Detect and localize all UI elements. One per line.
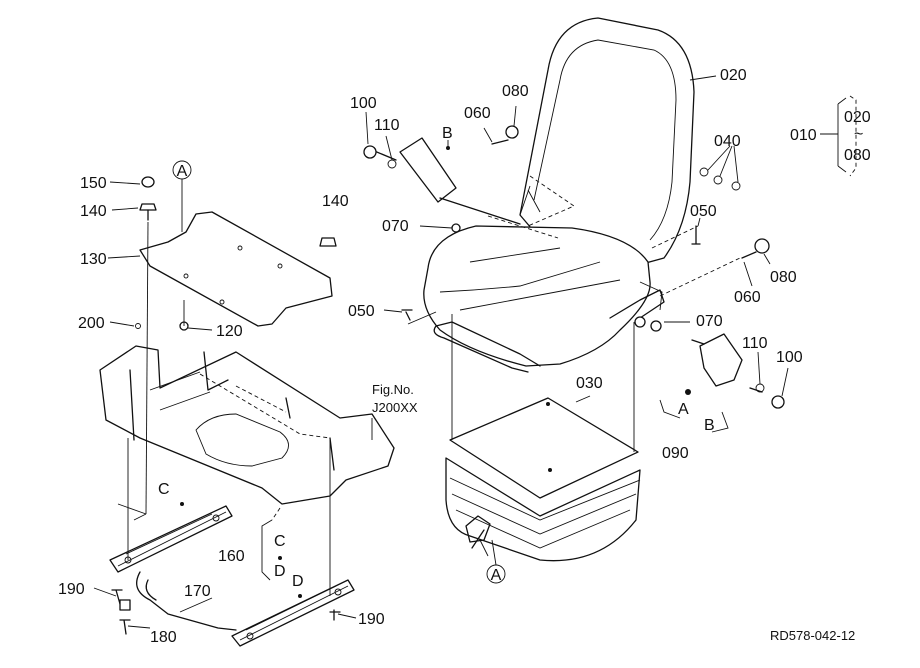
knob-150-140	[135, 176, 337, 331]
dashed-assembly-lines	[127, 95, 857, 596]
hardware-bolts	[401, 125, 770, 332]
label-range-tilde: ~	[854, 126, 863, 143]
seat-plate	[139, 211, 333, 327]
ref-d: D	[274, 563, 286, 580]
label-160: 160	[218, 548, 245, 565]
label-100-right: 100	[776, 349, 803, 366]
label-040: 040	[714, 133, 741, 150]
rail-bolts	[111, 589, 341, 635]
ref-d-rail: D	[292, 573, 304, 590]
fig-no-label: Fig.No.	[372, 382, 414, 397]
label-020-range: 020	[844, 109, 871, 126]
label-140-left: 140	[80, 203, 107, 220]
ref-a-bottom-label: A	[491, 567, 502, 584]
label-020: 020	[720, 67, 747, 84]
label-090: 090	[662, 445, 689, 462]
drawing-code: RD578-042-12	[770, 628, 855, 643]
seat-belt	[363, 137, 521, 225]
label-100-left: 100	[350, 95, 377, 112]
ref-c-rail: C	[158, 481, 170, 498]
label-080-right: 080	[770, 269, 797, 286]
leader-lines	[93, 75, 847, 629]
label-080-left: 080	[502, 83, 529, 100]
ref-circle-a-top: A	[172, 160, 192, 232]
ref-a-top-label: A	[177, 163, 188, 180]
label-170: 170	[184, 583, 211, 600]
label-030: 030	[576, 375, 603, 392]
label-150: 150	[80, 175, 107, 192]
seat-backrest	[519, 17, 695, 271]
label-180: 180	[150, 629, 177, 646]
label-190-left: 190	[58, 581, 85, 598]
ref-c: C	[274, 533, 286, 550]
label-070-left: 070	[382, 218, 409, 235]
label-050-right: 050	[690, 203, 717, 220]
bolts-040	[699, 145, 741, 191]
ref-b-buckle: B	[704, 417, 715, 434]
label-140-right: 140	[322, 193, 349, 210]
label-110-left: 110	[374, 117, 400, 134]
ref-a-buckle: A	[678, 401, 689, 418]
label-060-right: 060	[734, 289, 761, 306]
label-050-left: 050	[348, 303, 375, 320]
slide-lever-170	[136, 571, 237, 631]
label-130: 130	[80, 251, 107, 268]
seat-base-frame	[99, 345, 395, 505]
label-190-right: 190	[358, 611, 385, 628]
part-labels: 020 010 020 ~ 080 040 050 080 060 070 11…	[58, 67, 871, 646]
fig-ref-label: J200XX	[372, 400, 418, 415]
seat-belt-buckle	[685, 333, 785, 409]
label-120: 120	[216, 323, 243, 340]
label-080-range: 080	[844, 147, 871, 164]
seat-suspension	[445, 397, 641, 562]
dot-markers	[180, 146, 552, 598]
seat-rail-right	[231, 579, 355, 647]
label-110-right: 110	[742, 335, 768, 352]
label-200: 200	[78, 315, 105, 332]
ref-b-belt: B	[442, 125, 453, 142]
label-060-left: 060	[464, 105, 491, 122]
ref-circle-a-bottom: A	[486, 539, 506, 584]
label-070-right: 070	[696, 313, 723, 330]
label-010: 010	[790, 127, 817, 144]
seat-rail-left	[109, 505, 233, 573]
seat-cushion	[423, 225, 665, 373]
